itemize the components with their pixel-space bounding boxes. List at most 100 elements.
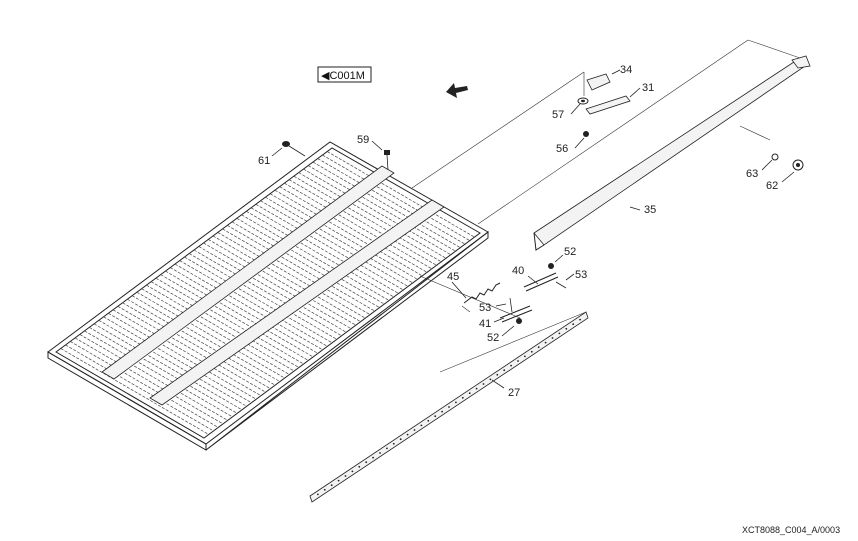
strip-hole bbox=[399, 438, 402, 441]
washer-63[interactable] bbox=[771, 153, 779, 161]
callout-53-left[interactable]: 53 bbox=[479, 302, 491, 314]
strip-hole bbox=[551, 337, 554, 339]
sieve-slat bbox=[108, 313, 257, 400]
sieve-slat bbox=[193, 249, 343, 337]
strip-hole bbox=[351, 470, 354, 473]
sieve-slat bbox=[260, 200, 409, 288]
strip-hole bbox=[475, 387, 478, 390]
callout-62[interactable]: 62 bbox=[766, 180, 778, 192]
strip-hole bbox=[524, 355, 526, 358]
sieve-slat bbox=[303, 168, 452, 256]
bracket-34[interactable] bbox=[586, 73, 611, 91]
sieve-slat bbox=[227, 225, 376, 312]
sieve-slat bbox=[322, 154, 471, 242]
strip-hole bbox=[344, 475, 347, 477]
strip-hole bbox=[317, 493, 319, 496]
reference-box[interactable]: ◀C001M bbox=[317, 66, 372, 83]
sieve-slat bbox=[141, 288, 290, 375]
sieve-slat bbox=[265, 196, 414, 284]
callout-63[interactable]: 63 bbox=[746, 168, 758, 180]
callout-61[interactable]: 61 bbox=[258, 155, 270, 167]
sieve-slat bbox=[208, 239, 357, 326]
callout-40[interactable]: 40 bbox=[512, 265, 524, 277]
sieve-slat bbox=[146, 284, 295, 372]
strip-hole bbox=[468, 392, 471, 395]
washer-57[interactable] bbox=[577, 97, 589, 105]
link-41[interactable] bbox=[499, 305, 533, 323]
bracket-31[interactable] bbox=[585, 95, 631, 115]
strip-hole bbox=[530, 350, 533, 353]
sieve-slat bbox=[65, 344, 214, 432]
sieve-slat bbox=[212, 235, 362, 323]
callout-34[interactable]: 34 bbox=[620, 64, 632, 76]
rail-35[interactable] bbox=[533, 55, 811, 251]
callout-31[interactable]: 31 bbox=[642, 82, 654, 94]
sieve-slat bbox=[127, 298, 276, 386]
sieve-slat bbox=[241, 214, 390, 302]
sieve-slat bbox=[203, 242, 352, 330]
sieve-slat bbox=[312, 161, 462, 249]
callout-27[interactable]: 27 bbox=[508, 387, 520, 399]
sieve-slat bbox=[255, 203, 405, 291]
sieve-slat bbox=[150, 281, 300, 368]
sieve-slat bbox=[308, 165, 457, 252]
strip-hole bbox=[565, 327, 568, 330]
strip-hole bbox=[413, 429, 416, 431]
pin-53-right[interactable] bbox=[555, 281, 567, 289]
sieve-slat bbox=[70, 341, 219, 428]
sieve-slat bbox=[174, 263, 324, 351]
pin-53-left[interactable] bbox=[509, 297, 513, 313]
sieve-slat bbox=[79, 334, 228, 421]
strip-hole bbox=[558, 332, 561, 335]
callout-56[interactable]: 56 bbox=[556, 143, 568, 155]
sieve-slat bbox=[60, 348, 209, 435]
strip-hole bbox=[537, 346, 540, 349]
sieve-slat bbox=[122, 302, 271, 390]
sieve-slat bbox=[222, 228, 371, 316]
bolt-61[interactable] bbox=[282, 141, 306, 157]
strip-hole bbox=[489, 378, 492, 381]
figure-id: XCT8088_C004_A/0003 bbox=[742, 525, 840, 535]
callout-leaders bbox=[271, 69, 795, 389]
callout-35[interactable]: 35 bbox=[644, 204, 656, 216]
strip-hole bbox=[441, 410, 443, 413]
sieve-slat bbox=[279, 186, 428, 273]
callout-45[interactable]: 45 bbox=[447, 271, 459, 283]
strip-hole bbox=[427, 419, 430, 422]
nut-52-upper[interactable] bbox=[548, 263, 554, 269]
callout-59[interactable]: 59 bbox=[357, 134, 369, 146]
callout-57[interactable]: 57 bbox=[552, 109, 564, 121]
strip-hole bbox=[434, 415, 437, 418]
strip-hole bbox=[448, 406, 450, 408]
sieve-slat bbox=[231, 221, 381, 309]
callout-52-upper[interactable]: 52 bbox=[564, 246, 576, 258]
spring-45[interactable] bbox=[463, 282, 501, 304]
callout-53-right[interactable]: 53 bbox=[575, 269, 587, 281]
callout-41[interactable]: 41 bbox=[479, 318, 491, 330]
nut-62[interactable] bbox=[792, 159, 804, 171]
sieve-slat bbox=[274, 189, 424, 277]
sieve-slat bbox=[327, 151, 476, 238]
sieve-rib bbox=[149, 199, 445, 406]
callout-52-lower[interactable]: 52 bbox=[487, 332, 499, 344]
sieve-slat bbox=[184, 256, 333, 344]
strip-hole bbox=[503, 369, 506, 372]
sieve-slat bbox=[317, 158, 466, 245]
strip-27[interactable] bbox=[309, 311, 589, 503]
sieve-slat bbox=[236, 218, 386, 305]
sieve-slat bbox=[298, 172, 447, 259]
nut-52-lower[interactable] bbox=[516, 318, 522, 324]
sieve-slat bbox=[155, 277, 305, 365]
direction-arrow-icon bbox=[446, 83, 468, 98]
sieve-slat bbox=[112, 309, 262, 397]
sieve-slat bbox=[179, 260, 328, 347]
strip-hole bbox=[482, 383, 485, 385]
link-40[interactable] bbox=[523, 272, 559, 292]
nut-56[interactable] bbox=[583, 131, 589, 137]
sieve-slat bbox=[269, 193, 419, 281]
strip-hole bbox=[572, 323, 575, 326]
bolt-59[interactable] bbox=[384, 150, 390, 171]
alignment-lines bbox=[411, 39, 801, 373]
sieve-slat bbox=[246, 211, 395, 298]
sieve-slat bbox=[131, 295, 281, 383]
